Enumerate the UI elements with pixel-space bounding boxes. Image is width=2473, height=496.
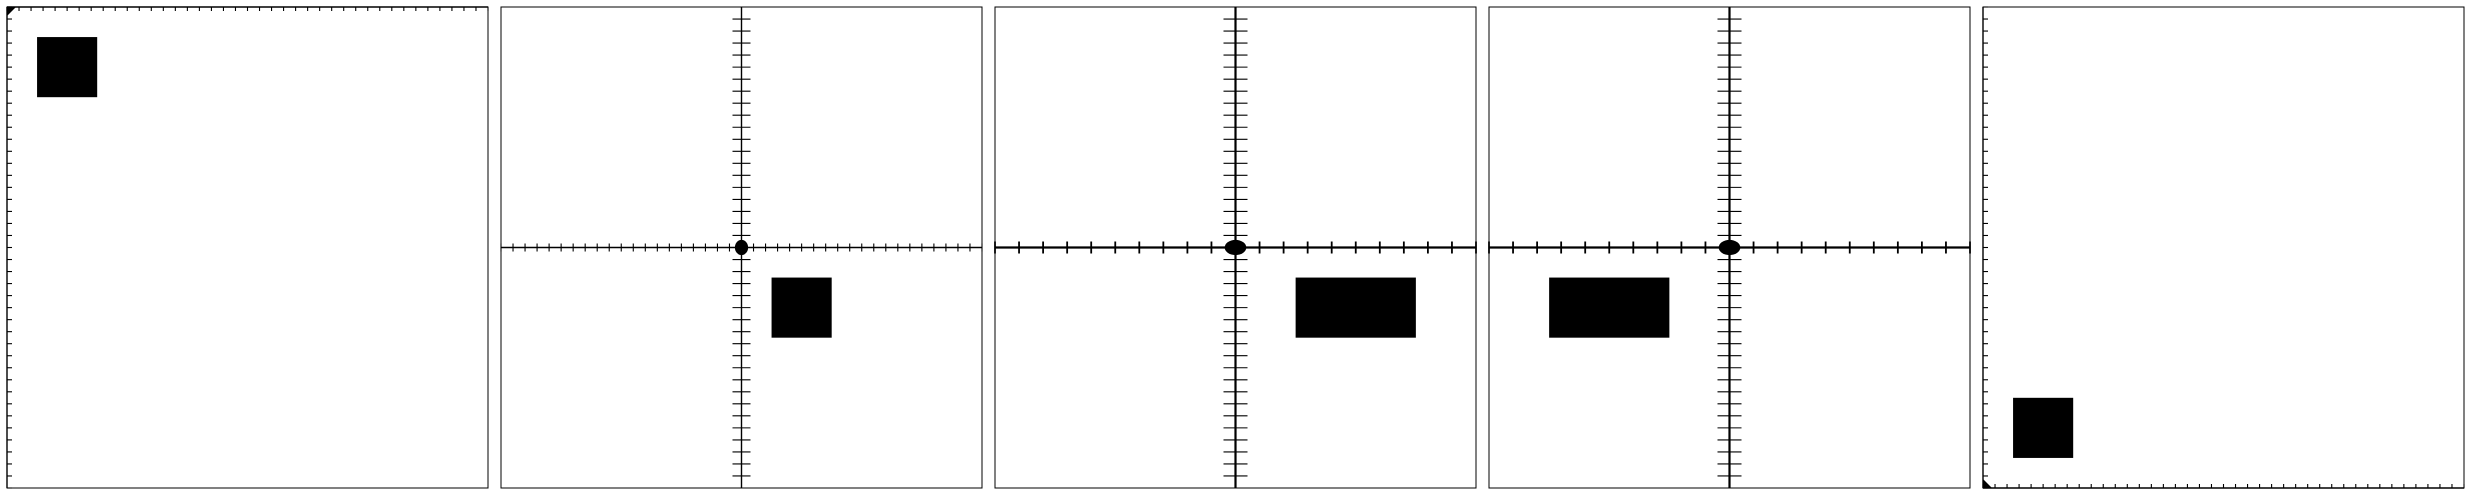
panel-1 <box>6 6 489 489</box>
filled-square <box>1295 277 1416 338</box>
panel-2 <box>500 6 983 489</box>
panel-4 <box>1488 6 1971 489</box>
panel-3 <box>994 6 1477 489</box>
filled-square <box>2013 397 2074 458</box>
origin-marker <box>1718 239 1741 256</box>
origin-marker <box>1224 239 1247 256</box>
origin-marker <box>7 7 16 16</box>
filled-square <box>1549 277 1670 338</box>
filled-square <box>37 37 98 98</box>
panel-5 <box>1982 6 2465 489</box>
origin-marker <box>734 239 749 256</box>
filled-square <box>771 277 832 338</box>
origin-marker <box>1983 479 1992 488</box>
